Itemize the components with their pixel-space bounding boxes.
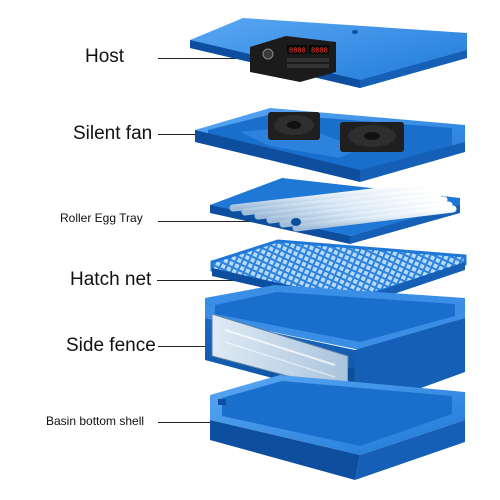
basin-bottom-shell	[210, 375, 465, 480]
leader-host	[158, 58, 250, 59]
host-lid	[190, 18, 467, 88]
leader-hatch-net	[157, 280, 252, 281]
label-roller-egg-tray: Roller Egg Tray	[60, 211, 143, 225]
side-fence	[205, 285, 465, 412]
label-basin-bottom-shell: Basin bottom shell	[46, 414, 145, 428]
fan-right	[340, 122, 404, 152]
label-silent-fan: Silent fan	[73, 123, 153, 144]
fan-tray	[195, 108, 465, 182]
label-hatch-net: Hatch net	[70, 269, 152, 290]
leader-side-fence	[158, 346, 270, 347]
host-control-panel: 8888 8888	[250, 36, 336, 82]
leader-silent-fan	[158, 134, 268, 135]
roller-egg-tray	[210, 178, 460, 244]
readout-a: 8888	[289, 48, 306, 56]
fan-left	[268, 112, 320, 140]
hatch-net	[210, 239, 467, 308]
leader-basin-bottom-shell	[158, 422, 220, 423]
label-side-fence: Side fence	[66, 335, 156, 356]
readout-b: 8888	[311, 48, 328, 56]
label-host: Host	[85, 46, 125, 67]
leader-roller-egg-tray	[158, 221, 293, 222]
